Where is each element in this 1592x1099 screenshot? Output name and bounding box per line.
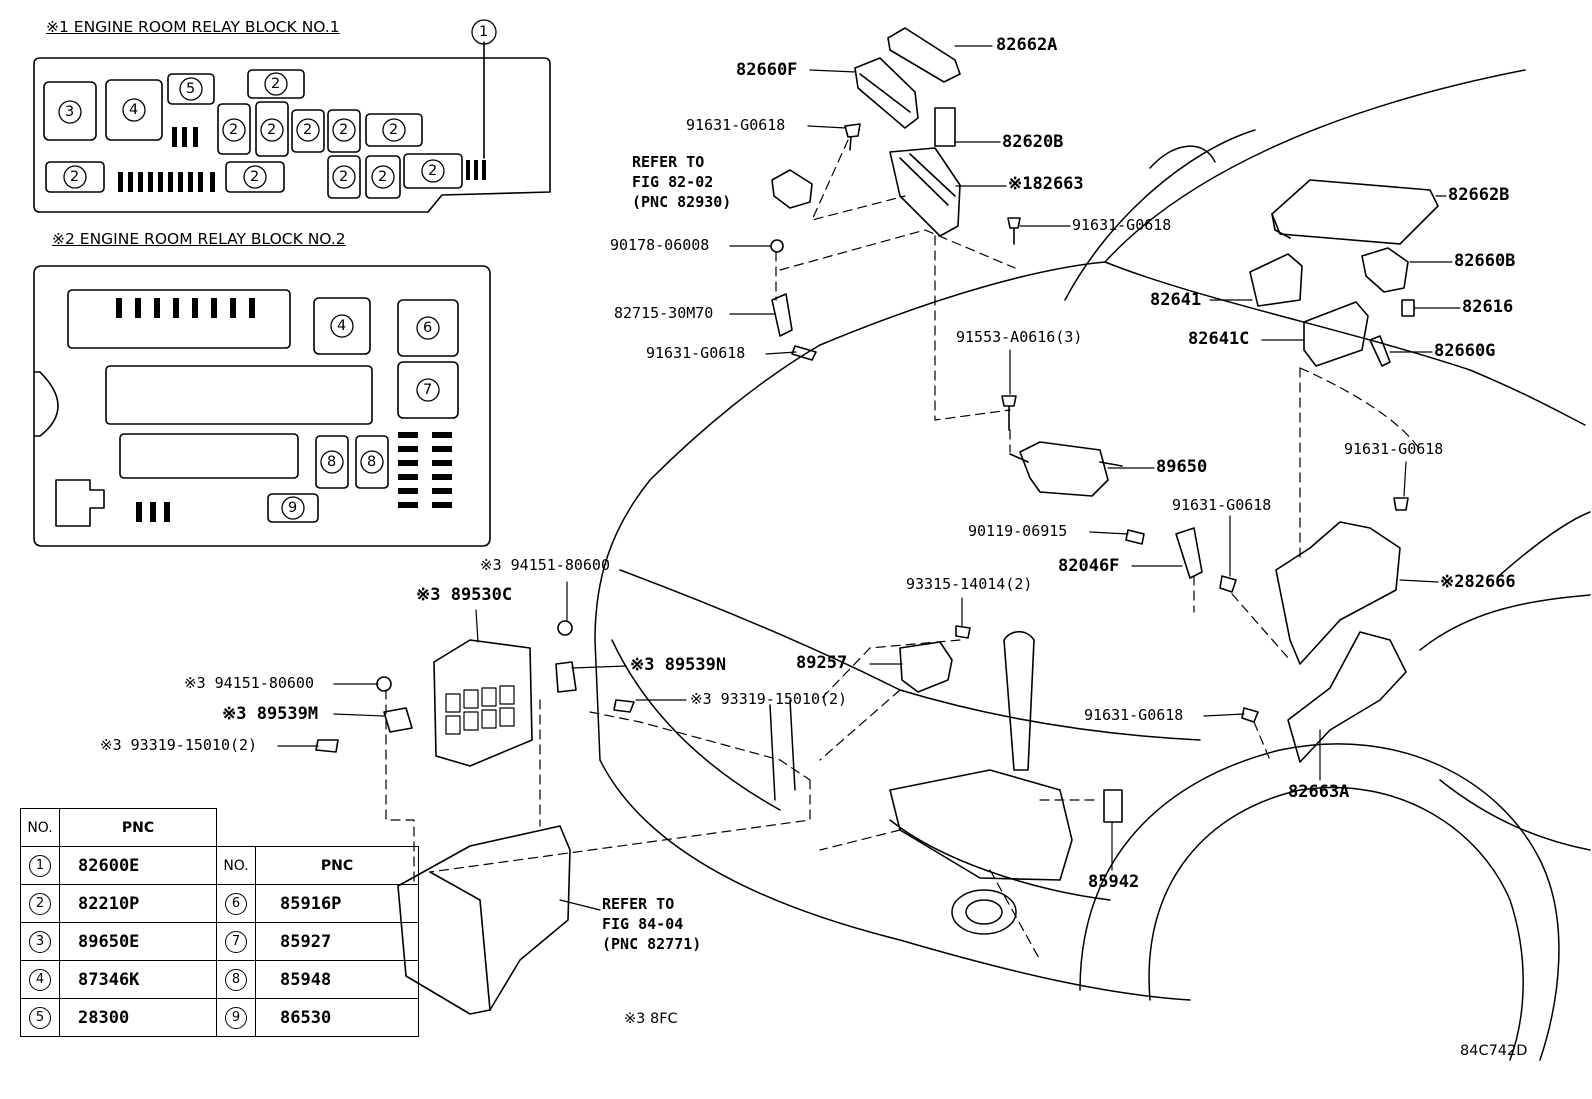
part-label[interactable]: ※3 94151-80600 [480,556,610,574]
slot-label: 2 [70,169,80,185]
row-number: 2 [29,892,51,915]
part-label[interactable]: 82660G [1434,341,1496,361]
table-row: NO. PNC [20,808,419,847]
part-label[interactable]: 82616 [1462,297,1514,317]
relay-block-1-outline [33,41,551,213]
row-number: 7 [225,930,247,953]
slot-label: 4 [129,102,139,118]
part-label[interactable]: 89257 [796,653,848,673]
part-label[interactable]: 82660B [1454,251,1516,271]
part-label[interactable]: ※3 93319-15010(2) [100,736,258,754]
part-label[interactable]: 82620B [1002,132,1064,152]
table-header-no: NO. [20,808,60,847]
relay-block-1-callout: 1 [479,24,489,40]
table-header-pnc: PNC [255,846,419,885]
slot-label: 3 [65,104,75,120]
part-label[interactable]: 91631-G0618 [686,116,786,134]
row-number: 3 [29,930,51,953]
part-label[interactable]: 91631-G0618 [646,344,746,362]
slot-label: 8 [327,454,337,470]
row-number: 4 [29,968,51,991]
part-label[interactable]: ※3 89539N [630,655,727,675]
table-row: 2 82210P 6 85916P [20,884,419,923]
pnc-table: NO. PNC 1 82600E NO. PNC 2 82210P 6 8591… [20,808,419,1037]
relay-block-2-outline [33,265,491,547]
slot-callout-circles [58,19,497,520]
part-label[interactable]: 90119-06915 [968,522,1068,540]
slot-label: 6 [423,320,433,336]
part-label[interactable]: ※3 89530C [416,585,513,605]
part-label[interactable]: 91631-G0618 [1072,216,1172,234]
part-label[interactable]: 82715-30M70 [614,304,714,322]
part-label[interactable]: ※282666 [1440,572,1516,592]
part-label[interactable]: 82641C [1188,329,1250,349]
row-number: 6 [225,892,247,915]
slot-label: 8 [367,454,377,470]
table-row: 4 87346K 8 85948 [20,960,419,999]
slot-label: 5 [186,81,196,97]
row-number: 1 [29,854,51,877]
table-header-pnc: PNC [59,808,217,847]
table-row: 5 28300 9 86530 [20,998,419,1037]
part-label[interactable]: ※3 89539M [222,704,319,724]
slot-label: 2 [428,163,438,179]
part-label[interactable]: 91553-A0616(3) [956,328,1083,346]
part-label[interactable]: 90178-06008 [610,236,710,254]
slot-label: 7 [423,382,433,398]
pnc-value[interactable]: 82210P [59,884,217,923]
row-number: 8 [225,968,247,991]
part-label[interactable]: ※3 94151-80600 [184,674,314,692]
part-label[interactable]: 93315-14014(2) [906,575,1033,593]
row-number: 9 [225,1006,247,1029]
refer-to-fig-82-02[interactable]: REFER TO FIG 82-02 (PNC 82930) [632,153,732,211]
pnc-value[interactable]: 28300 [59,998,217,1037]
slot-label: 2 [389,122,399,138]
part-label[interactable]: 82046F [1058,556,1120,576]
part-label[interactable]: 82662B [1448,185,1510,205]
slot-label: 2 [339,169,349,185]
pnc-value[interactable]: 82600E [59,846,217,885]
relay-block-2-title: ※2 ENGINE ROOM RELAY BLOCK NO.2 [52,230,346,248]
part-label[interactable]: 91631-G0618 [1172,496,1272,514]
leader-lines [277,45,1461,911]
slot-label: 2 [303,122,313,138]
refer-to-fig-84-04[interactable]: REFER TO FIG 84-04 (PNC 82771) [602,895,702,953]
pnc-value[interactable]: 85948 [255,960,419,999]
fuse-markers [116,127,486,522]
pnc-value[interactable]: 86530 [255,998,419,1037]
table-row: 1 82600E NO. PNC [20,846,419,885]
slot-label: 2 [271,76,281,92]
relay-block-1-title: ※1 ENGINE ROOM RELAY BLOCK NO.1 [46,18,340,36]
pnc-value[interactable]: 85916P [255,884,419,923]
footnote: ※3 8FC [624,1011,678,1027]
part-label[interactable]: ※182663 [1008,174,1084,194]
slot-label: 9 [288,500,298,516]
part-label[interactable]: 82641 [1150,290,1202,310]
part-label[interactable]: 82662A [996,35,1058,55]
table-header-no: NO. [216,846,256,885]
row-number: 5 [29,1006,51,1029]
slot-label: 2 [378,169,388,185]
part-label[interactable]: 91631-G0618 [1084,706,1184,724]
part-label[interactable]: ※3 93319-15010(2) [690,690,848,708]
table-row: 3 89650E 7 85927 [20,922,419,961]
pnc-value[interactable]: 85927 [255,922,419,961]
part-label[interactable]: 82660F [736,60,798,80]
car-body-outline [594,69,1591,1061]
slot-label: 2 [229,122,239,138]
pnc-value[interactable]: 87346K [59,960,217,999]
slot-label: 2 [267,122,277,138]
part-label[interactable]: 82663A [1288,782,1350,802]
part-label[interactable]: 85942 [1088,872,1140,892]
pnc-value[interactable]: 89650E [59,922,217,961]
part-label[interactable]: 89650 [1156,457,1208,477]
dashed-lines [385,139,1421,961]
component-sketches [315,27,1439,1015]
slot-label: 2 [339,122,349,138]
slot-label: 2 [250,169,260,185]
part-label[interactable]: 91631-G0618 [1344,440,1444,458]
figure-code: 84C742D [1460,1043,1528,1059]
slot-label: 4 [337,318,347,334]
